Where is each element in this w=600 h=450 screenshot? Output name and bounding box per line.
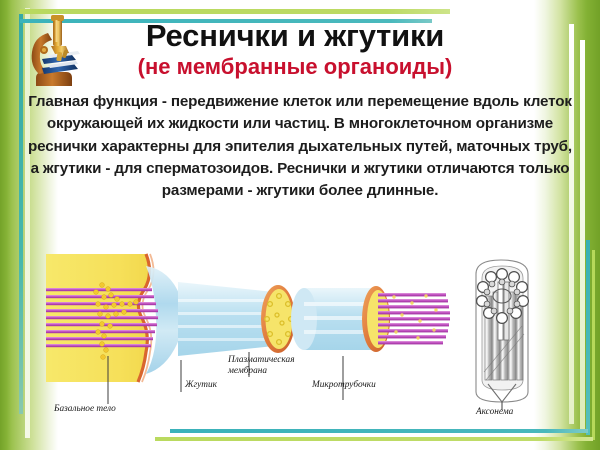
bottom-teal-rule	[170, 429, 588, 433]
diagram-label-flagellum: Жгутик	[185, 380, 217, 390]
body-paragraph: Главная функция - передвижение клеток ил…	[28, 93, 572, 200]
top-green-rule	[20, 9, 450, 14]
left-teal-stripe	[19, 14, 23, 414]
leader-lines	[107, 352, 503, 410]
left-pale-stripe	[25, 8, 30, 438]
right-pale-stripe-inner	[580, 40, 585, 430]
axoneme-illustration	[475, 259, 530, 403]
right-teal-stripe	[586, 240, 590, 435]
diagram-label-axoneme: Аксонема	[476, 407, 514, 417]
flagellum-base	[146, 266, 184, 374]
cilium-flagellum-structure-diagram: Базальное тело Жгутик Плазматическая мем…	[46, 252, 556, 427]
top-teal-rule	[20, 19, 432, 23]
right-pale-stripe-outer	[569, 24, 574, 424]
right-green-stripe	[592, 250, 595, 440]
diagram-label-basal-body: Базальное тело	[54, 404, 116, 414]
flagellum-shaft	[178, 282, 274, 356]
diagram-artwork	[46, 253, 530, 410]
page-title: Реснички и жгутики	[145, 18, 445, 53]
diagram-label-microtubules: Микротрубочки	[312, 380, 376, 390]
page-subtitle: (не мембранные органоиды)	[137, 54, 453, 79]
left-green-band	[0, 0, 12, 450]
bottom-green-rule	[155, 437, 593, 441]
diagram-label-plasma-membrane: Плазматическая мембрана	[228, 355, 295, 377]
basal-body-granules	[93, 282, 139, 360]
flagellum-cross-section	[261, 285, 295, 353]
microscope-icon	[31, 15, 80, 86]
microtubule-bundle	[362, 286, 450, 352]
flagellum-cylinder	[291, 288, 376, 350]
